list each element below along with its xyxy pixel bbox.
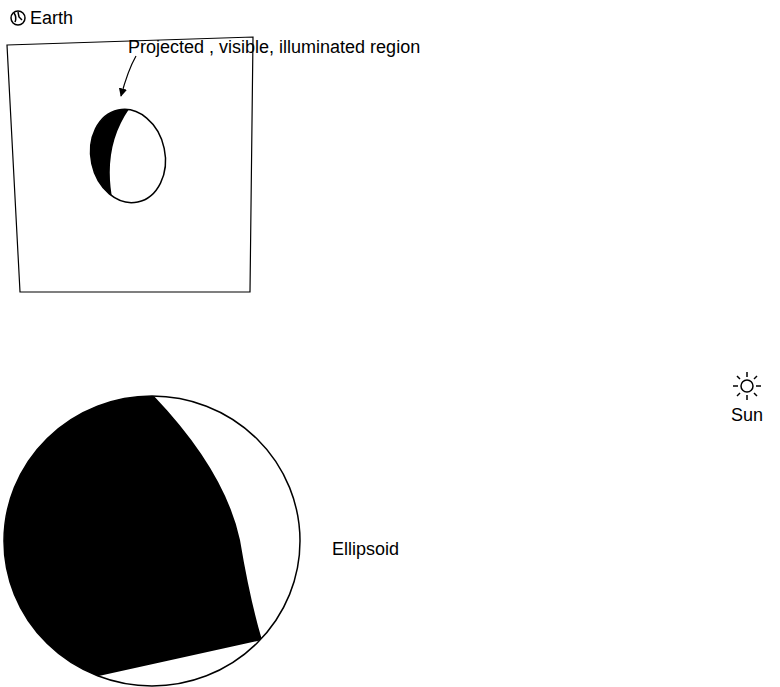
sun-label: Sun bbox=[731, 406, 763, 426]
earth-symbol bbox=[11, 11, 25, 25]
projected-ellipse bbox=[60, 95, 174, 215]
leader-line bbox=[121, 56, 136, 96]
sun-symbol bbox=[733, 372, 761, 400]
ellipsoid-label: Ellipsoid bbox=[332, 540, 399, 560]
ellipsoid bbox=[0, 380, 300, 687]
earth-label: Earth bbox=[30, 9, 73, 29]
projection-plane bbox=[7, 37, 253, 292]
region-label: Projected , visible, illuminated region bbox=[128, 38, 420, 58]
